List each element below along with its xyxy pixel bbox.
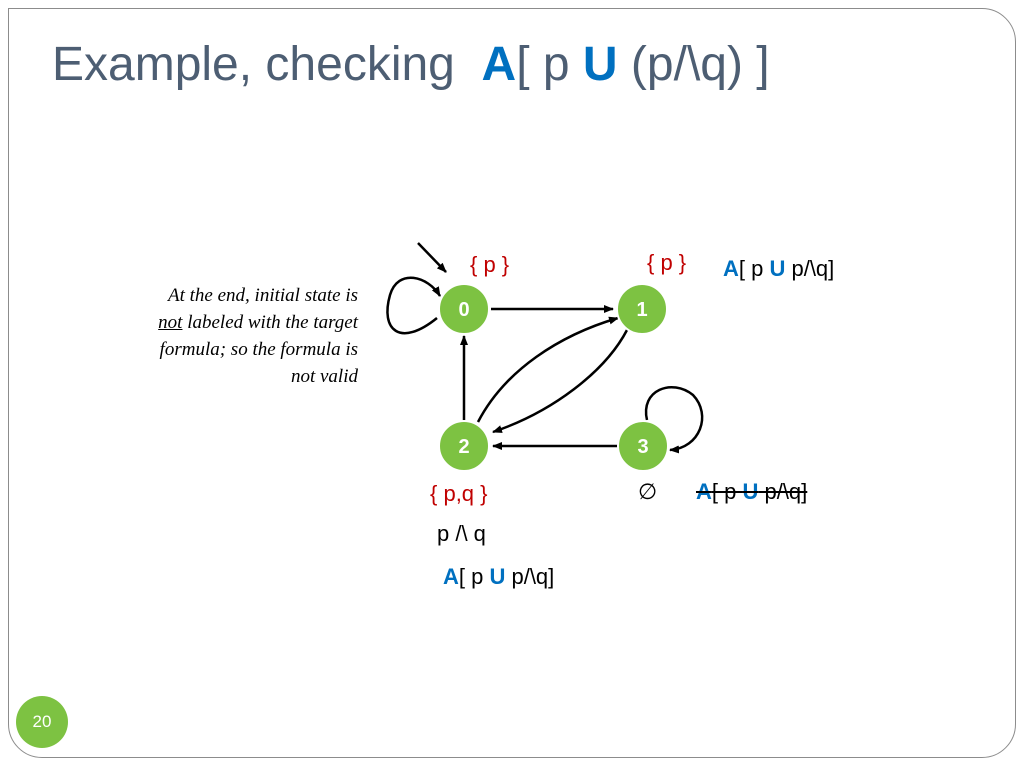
state-node-0-label: 0 (458, 299, 469, 321)
props-state-2: { p,q } (430, 481, 488, 506)
subformula-label-state-2: p /\ q (437, 521, 486, 546)
page-number: 20 (32, 712, 52, 731)
props-state-1: { p } (647, 250, 687, 275)
formula-label-state-3-struck: A[ p U p/\q] (696, 479, 807, 505)
slide-frame (8, 8, 1016, 758)
explanation-note: At the end, initial state is not labeled… (100, 282, 358, 390)
state-node-1-label: 1 (636, 299, 647, 321)
formula-open: [ p (711, 479, 743, 504)
props-state-3: ∅ (638, 479, 658, 504)
edge-3-3-loop (644, 385, 704, 454)
formula-open: [ p (458, 564, 490, 589)
note-line-2: labeled with the target (182, 312, 358, 333)
state-node-3: 3 (617, 420, 669, 472)
formula-keyword-a: A (443, 564, 459, 589)
edge-2-1 (476, 316, 619, 423)
title-prefix: Example, checking (52, 38, 455, 91)
formula-label-state-2: A[ p U p/\q] (443, 564, 554, 590)
formula-keyword-u: U (742, 479, 759, 504)
note-line-4: not valid (290, 366, 358, 387)
formula-keyword-u: U (489, 564, 506, 589)
note-not: not (158, 312, 183, 333)
title-open: [ p (516, 38, 583, 91)
state-node-2: 2 (438, 420, 490, 472)
slide-title: Example, checking A[ p U (p/\q) ] (52, 30, 770, 100)
state-node-0: 0 (438, 283, 490, 335)
formula-keyword-u: U (769, 256, 786, 281)
formula-keyword-a: A (696, 479, 712, 504)
state-node-1: 1 (616, 283, 668, 335)
title-keyword-a: A (481, 38, 517, 91)
formula-keyword-a: A (723, 256, 739, 281)
note-line-1: At the end, initial state is (168, 285, 358, 306)
note-line-3: formula; so the formula is (159, 339, 358, 360)
page-number-badge: 20 (16, 696, 68, 748)
formula-rest: p/\q] (505, 564, 555, 589)
title-rest: (p/\q) ] (617, 38, 770, 91)
state-node-3-label: 3 (637, 436, 648, 458)
edge-1-2 (492, 329, 629, 434)
initial-state-arrow (417, 242, 447, 273)
formula-open: [ p (738, 256, 770, 281)
state-node-2-label: 2 (458, 436, 469, 458)
formula-label-state-1: A[ p U p/\q] (723, 256, 834, 282)
edge-0-0-loop (386, 276, 442, 335)
props-state-0: { p } (470, 252, 510, 277)
formula-rest: p/\q] (785, 256, 835, 281)
title-keyword-u: U (582, 38, 618, 91)
formula-rest: p/\q] (758, 479, 808, 504)
